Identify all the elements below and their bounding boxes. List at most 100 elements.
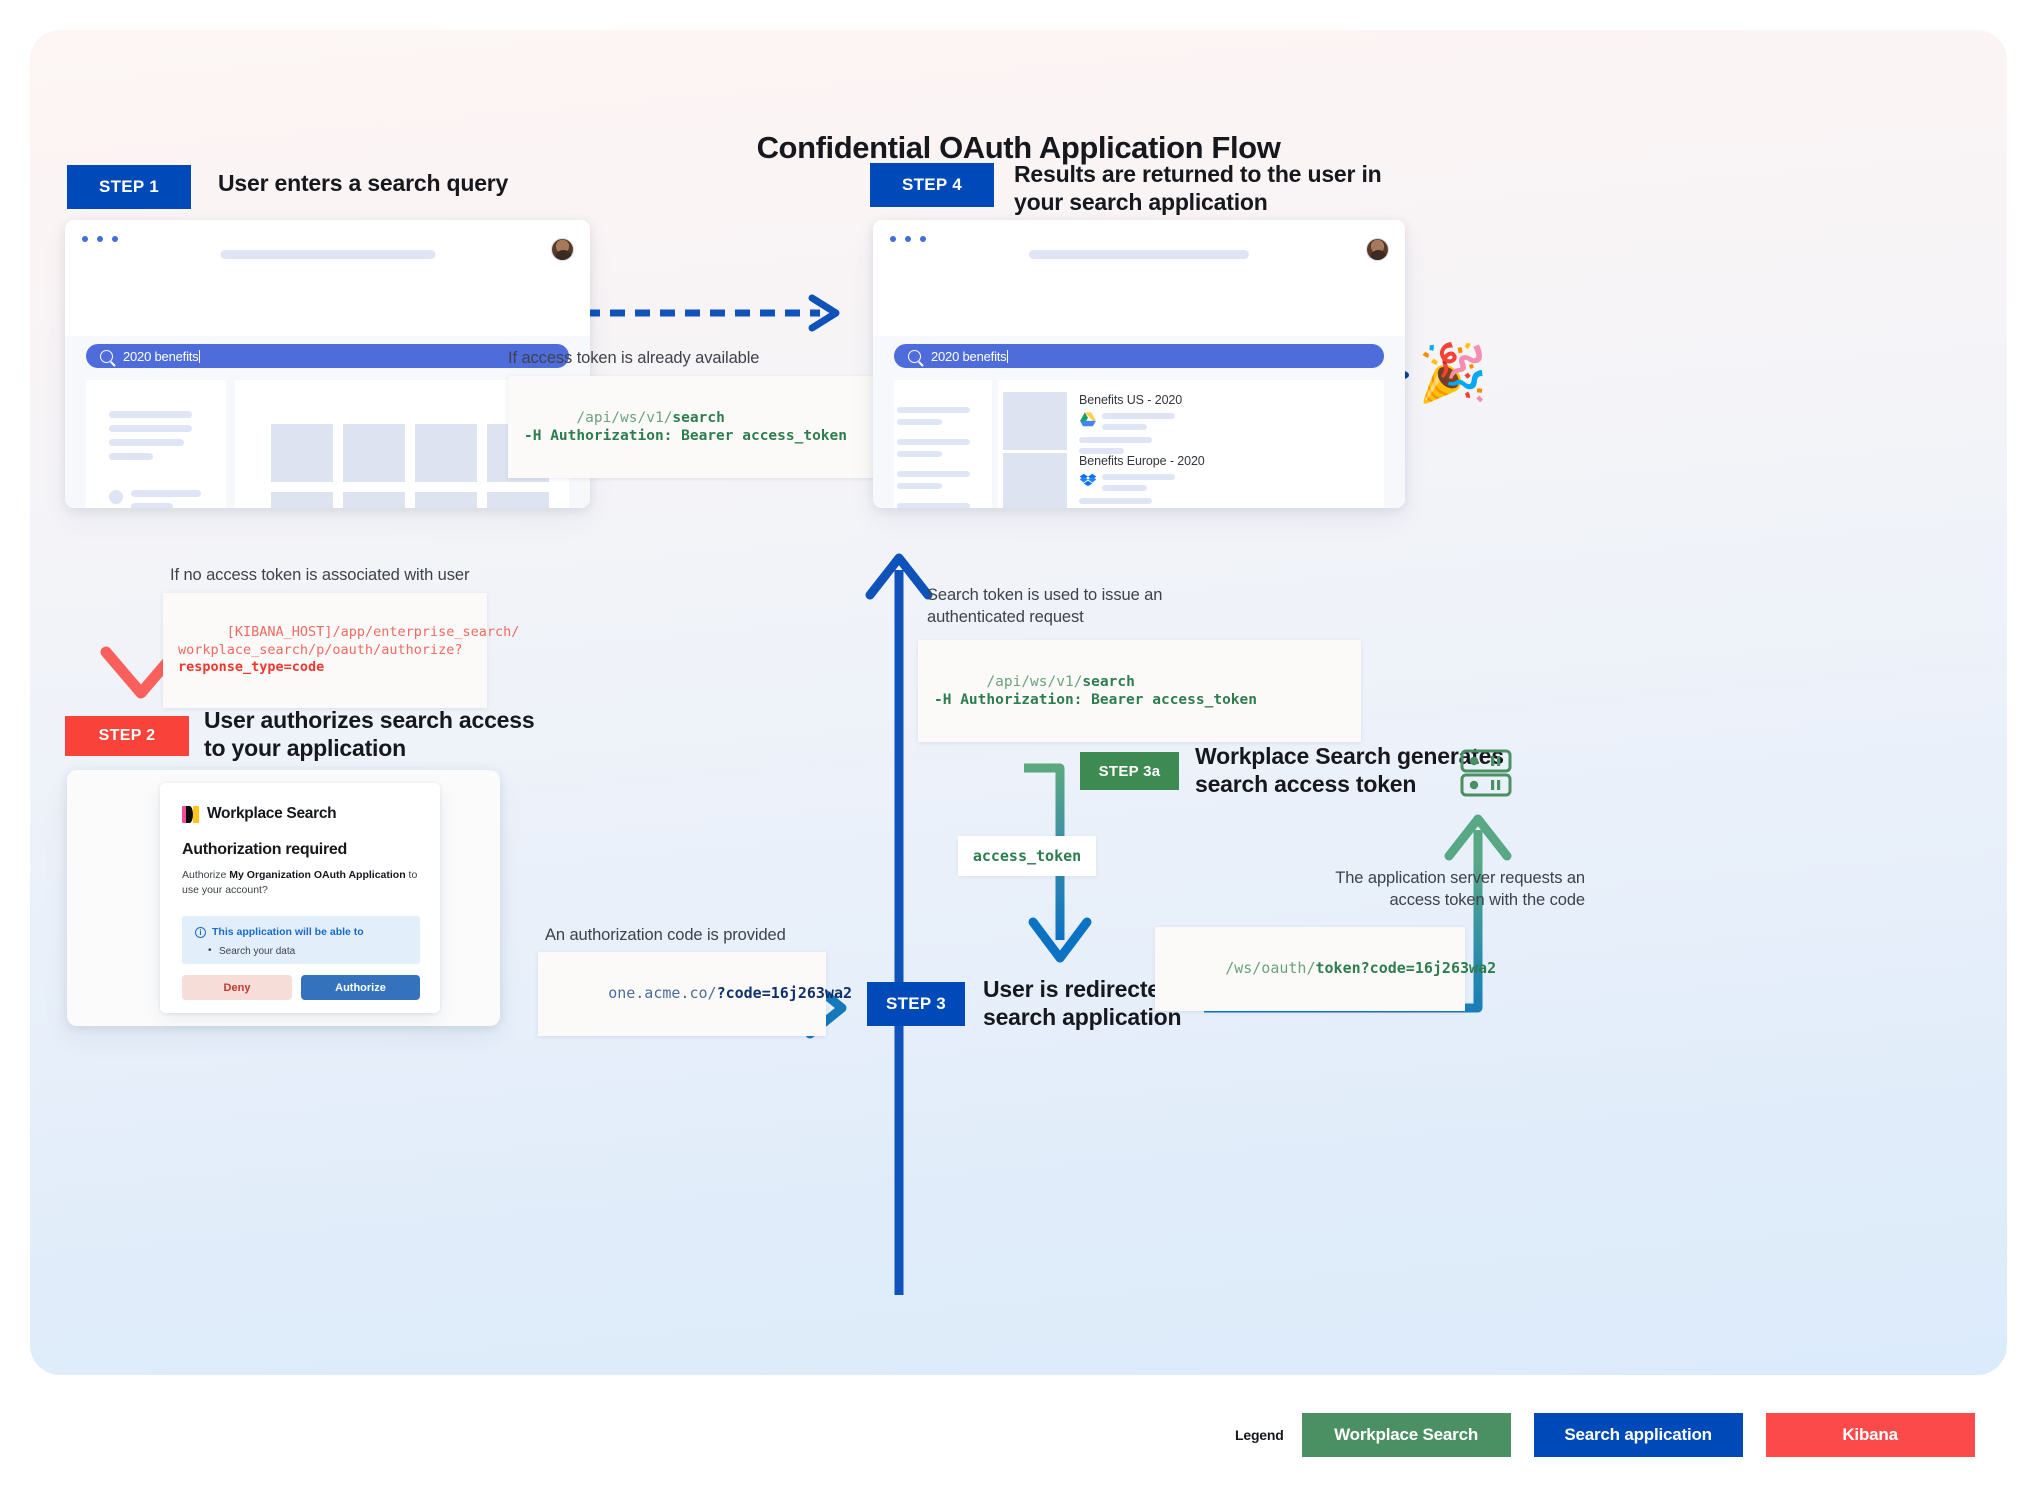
code-path-dim: /api/ws/v1/ [576, 409, 673, 426]
facet-panel [86, 380, 226, 508]
code-redirect-dim: one.acme.co/ [608, 984, 717, 1003]
note-auth-code-provided: An authorization code is provided [545, 926, 786, 944]
url-bar-placeholder [1029, 250, 1249, 259]
step-2-heading-line1: User authorizes search access [204, 707, 535, 733]
auth-heading: Authorization required [182, 841, 347, 858]
step-1-badge: STEP 1 [67, 165, 191, 209]
workplace-search-logo-text: Workplace Search [207, 805, 337, 822]
step-4-heading-line1: Results are returned to the user in [1014, 161, 1382, 187]
celebration-icon: 🎉 [1418, 341, 1488, 404]
note-server-line1: The application server requests an [1335, 869, 1585, 887]
note-server-line2: access token with the code [1389, 890, 1585, 909]
code-search-request-2: /api/ws/v1/search -H Authorization: Bear… [918, 640, 1361, 743]
result-tile[interactable] [415, 492, 477, 508]
result-tile[interactable] [415, 424, 477, 482]
step-2-heading-line2: to your application [204, 735, 406, 762]
note-search-token-line2: authenticated request [927, 607, 1084, 626]
magnifier-icon [908, 349, 921, 363]
search-app-body: 2020 benefits Benefits US - 2020 [873, 336, 1405, 508]
auth-desc-suffix: to use your account? [182, 869, 418, 897]
browser-chrome-bar [65, 220, 590, 278]
diagram-stage: Confidential OAuth Application Flow STEP… [30, 30, 2007, 1375]
dropbox-icon [1079, 473, 1097, 487]
note-token-available: If access token is already available [508, 349, 760, 367]
step-3a-heading-line2: search access token [1195, 771, 1417, 798]
deny-button[interactable]: Deny [182, 975, 292, 1000]
step-3-heading-line2: search application [983, 1004, 1182, 1031]
authorization-card: Workplace Search Authorization required … [160, 783, 440, 1013]
code-token-strong: token?code=16j263wa2 [1315, 959, 1497, 978]
results-list-panel: Benefits US - 2020 Benefits Europe - 202… [998, 380, 1384, 508]
legend-label: Legend [1235, 1427, 1284, 1443]
permissions-callout: i This application will be able to Searc… [182, 916, 420, 964]
avatar [551, 238, 574, 261]
result-title[interactable]: Benefits Europe - 2020 [1079, 454, 1205, 468]
info-icon: i [195, 926, 206, 938]
permissions-callout-title: This application will be able to [212, 926, 364, 938]
step-3a-heading: Workplace Search generates search access… [1195, 742, 1575, 798]
page-title: Confidential OAuth Application Flow [756, 130, 1281, 165]
auth-desc-app-name: My Organization OAuth Application [229, 869, 406, 881]
result-tile[interactable] [343, 424, 405, 482]
result-tile[interactable] [487, 492, 549, 508]
code-token-dim: /ws/oauth/ [1225, 959, 1316, 978]
step-4-heading: Results are returned to the user in your… [1014, 160, 1444, 216]
permissions-callout-heading: i This application will be able to [195, 926, 364, 938]
legend: Legend Workplace Search Search applicati… [1235, 1413, 1998, 1457]
search-query-text: 2020 benefits [931, 348, 1007, 364]
code-path-strong: search [672, 409, 725, 426]
result-tile[interactable] [271, 492, 333, 508]
step-2-badge: STEP 2 [65, 716, 189, 756]
code-redirect-url: one.acme.co/?code=16j263wa2 [538, 952, 852, 1036]
result-title[interactable]: Benefits US - 2020 [1079, 393, 1183, 407]
access-token-chip: access_token [958, 836, 1096, 876]
note-no-token: If no access token is associated with us… [170, 566, 470, 584]
legend-chip-kibana: Kibana [1765, 1413, 1975, 1457]
code-kibana-authorize: [KIBANA_HOST]/app/enterprise_search/ wor… [163, 593, 519, 709]
step-1-heading: User enters a search query [218, 170, 509, 196]
code-kibana-line3: response_type=code [178, 659, 325, 676]
note-server-requests: The application server requests an acces… [1145, 868, 1585, 912]
browser-chrome-bar [873, 220, 1405, 278]
result-thumbnail [1003, 453, 1067, 508]
code-token-request: /ws/oauth/token?code=16j263wa2 [1155, 927, 1496, 1011]
step-2-heading: User authorizes search access to your ap… [204, 706, 604, 762]
auth-desc-prefix: Authorize [182, 869, 230, 881]
note-search-token-line1: Search token is used to issue an [927, 586, 1163, 604]
search-input[interactable]: 2020 benefits [894, 344, 1384, 368]
url-bar-placeholder [220, 250, 435, 259]
search-input[interactable]: 2020 benefits [86, 344, 569, 368]
code-auth-header-2: -H Authorization: Bearer access_token [934, 692, 1258, 709]
step-3a-heading-line1: Workplace Search generates [1195, 743, 1504, 769]
code-auth-header: -H Authorization: Bearer access_token [524, 428, 848, 445]
code-redirect-strong: ?code=16j263wa2 [716, 984, 853, 1003]
step-3-badge: STEP 3 [867, 982, 965, 1026]
step-1-search-app-window: 2020 benefits [65, 220, 590, 508]
code-path-dim-2: /api/ws/v1/ [986, 673, 1083, 690]
step-3a-badge: STEP 3a [1080, 752, 1179, 790]
code-kibana-line2: workplace_search/p/oauth/authorize? [178, 641, 463, 658]
step-2-auth-window: Workplace Search Authorization required … [67, 770, 500, 1026]
result-tile[interactable] [271, 424, 333, 482]
result-thumbnail [1003, 392, 1067, 450]
auth-description: Authorize My Organization OAuth Applicat… [182, 868, 420, 898]
code-kibana-line1: [KIBANA_HOST]/app/enterprise_search/ [226, 623, 520, 640]
note-search-token: Search token is used to issue an authent… [927, 585, 1287, 629]
magnifier-icon [100, 349, 113, 363]
search-query-text: 2020 benefits [123, 348, 199, 364]
server-rack-icon [1460, 749, 1512, 797]
code-path-strong-2: search [1082, 673, 1135, 690]
facet-panel [894, 380, 992, 508]
permission-item: Search your data [208, 945, 295, 957]
workplace-search-mark-icon [182, 805, 199, 823]
google-drive-icon [1080, 412, 1096, 427]
step-4-search-app-window: 2020 benefits Benefits US - 2020 [873, 220, 1405, 508]
step-4-heading-line2: your search application [1014, 189, 1268, 216]
step-4-badge: STEP 4 [870, 163, 994, 207]
authorize-button[interactable]: Authorize [301, 975, 420, 1000]
result-tile[interactable] [343, 492, 405, 508]
legend-chip-search-application: Search application [1533, 1413, 1743, 1457]
legend-chip-workplace-search: Workplace Search [1301, 1413, 1511, 1457]
workplace-search-logo: Workplace Search [182, 805, 337, 823]
